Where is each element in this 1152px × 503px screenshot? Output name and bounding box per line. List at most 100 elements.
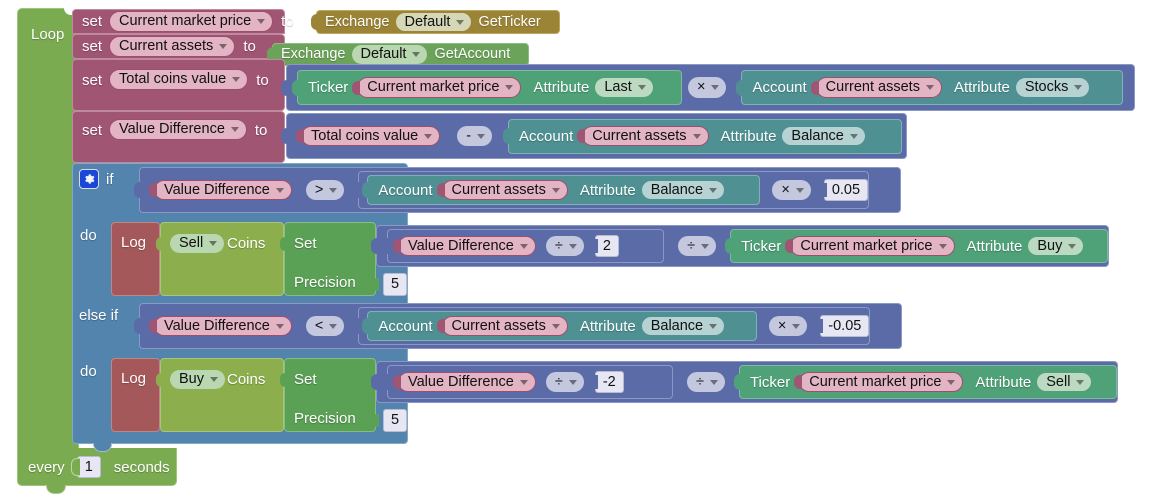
variable-dropdown-total-coins-value[interactable]: Total coins value (301, 125, 441, 147)
number-input-threshold-neg[interactable]: -0.05 (820, 314, 870, 338)
operator-dropdown-multiply[interactable]: × (772, 179, 811, 201)
chevron-down-icon (1076, 379, 1085, 385)
block-compare-less-than[interactable]: Value Difference < Account Current asset… (134, 303, 902, 349)
chevron-down-icon (711, 85, 720, 90)
number-socket (371, 277, 379, 291)
block-math-multiply-threshold-neg[interactable]: Account Current assets Attribute Balance… (353, 307, 871, 345)
gear-icon[interactable] (79, 169, 99, 189)
variable-dropdown-value-difference[interactable]: Value Difference (154, 315, 292, 337)
attribute-dropdown-stocks[interactable]: Stocks (1015, 78, 1090, 97)
block-account-attribute-balance[interactable]: Account Current assets Attribute Balance (503, 118, 903, 154)
variable-dropdown-value-difference[interactable]: Value Difference (109, 119, 247, 140)
comparator-dropdown-gt[interactable]: > (305, 179, 345, 201)
chevron-down-icon (701, 243, 710, 249)
loop-every-row[interactable]: every 1 seconds (17, 448, 177, 486)
variable-dropdown-current-assets[interactable]: Current assets (815, 77, 942, 98)
block-compare-greater-than[interactable]: Value Difference > Account Current asset… (134, 167, 901, 213)
block-exchange-getaccount[interactable]: Exchange Default GetAccount (267, 43, 529, 66)
operator-dropdown-divide-outer[interactable]: ÷ (686, 371, 725, 393)
attribute-dropdown-buy[interactable]: Buy (1028, 236, 1084, 256)
chevron-down-icon (568, 379, 577, 385)
variable-dropdown-current-assets[interactable]: Current assets (441, 315, 568, 337)
action-dropdown-buy[interactable]: Buy (170, 370, 225, 389)
input-socket (134, 318, 142, 334)
block-account-attribute-balance[interactable]: Account Current assets Attribute Balance (362, 311, 757, 341)
variable-dropdown-value-difference[interactable]: Value Difference (398, 235, 536, 257)
variable-socket (149, 319, 157, 333)
if-label: if (106, 171, 114, 188)
chevron-down-icon (849, 133, 858, 139)
chevron-down-icon (456, 19, 465, 25)
statement-set-value-difference[interactable]: set Value Difference to (72, 111, 285, 163)
block-math-divide-sell-inner[interactable]: Value Difference ÷ 2 (382, 229, 665, 263)
variable-dropdown-current-market-price[interactable]: Current market price (357, 77, 522, 98)
statement-set-current-assets[interactable]: set Current assets to (72, 34, 285, 59)
block-ticker-attribute-buy[interactable]: Ticker Current market price Attribute Bu… (725, 229, 1108, 263)
log-label: Log (121, 234, 147, 251)
exchange-method-label: GetAccount (434, 46, 511, 63)
operator-dropdown-multiply[interactable]: × (768, 315, 808, 337)
variable-dropdown-current-assets[interactable]: Current assets (109, 36, 236, 57)
exchange-dropdown[interactable]: Default (395, 12, 472, 32)
variable-dropdown-current-market-price[interactable]: Current market price (790, 235, 955, 257)
block-account-attribute-stocks[interactable]: Account Current assets Attribute Stocks (736, 70, 1124, 105)
number-input-precision-sell[interactable]: 5 (383, 273, 408, 296)
number-input-divisor-buy[interactable]: -2 (594, 370, 624, 394)
chevron-down-icon (947, 379, 956, 385)
block-math-multiply-total-coins[interactable]: Ticker Current market price Attribute La… (281, 64, 1135, 111)
operator-dropdown-divide-inner[interactable]: ÷ (545, 235, 584, 257)
attribute-dropdown-balance[interactable]: Balance (641, 316, 725, 336)
loop-block[interactable]: Loop (17, 8, 82, 448)
block-math-divide-buy-outer[interactable]: Value Difference ÷ -2 ÷ Ticker Current m… (371, 361, 1118, 403)
attribute-dropdown-sell[interactable]: Sell (1037, 372, 1092, 392)
input-socket (503, 128, 512, 144)
number-socket (818, 183, 827, 197)
variable-dropdown-current-market-price[interactable]: Current market price (109, 11, 274, 32)
input-socket (382, 238, 390, 254)
variable-dropdown-value-difference[interactable]: Value Difference (398, 371, 536, 393)
loop-interval-input[interactable]: 1 (76, 455, 101, 479)
exchange-dropdown[interactable]: Default (351, 45, 428, 64)
block-log-sell[interactable]: Log (111, 222, 160, 296)
variable-socket (149, 183, 157, 197)
operator-dropdown-subtract[interactable]: - (457, 125, 493, 147)
operator-dropdown-divide-outer[interactable]: ÷ (678, 235, 717, 257)
variable-dropdown-total-coins-value[interactable]: Total coins value (109, 69, 249, 90)
variable-dropdown-current-market-price[interactable]: Current market price (799, 371, 964, 393)
statement-set-total-coins-value[interactable]: set Total coins value to (72, 59, 285, 111)
number-input-divisor-sell[interactable]: 2 (594, 234, 619, 258)
variable-socket (785, 239, 794, 253)
action-dropdown-sell[interactable]: Sell (170, 234, 225, 253)
block-account-attribute-balance[interactable]: Account Current assets Attribute Balance (362, 175, 761, 205)
block-ticker-attribute-last[interactable]: Ticker Current market price Attribute La… (292, 70, 682, 105)
comparator-dropdown-lt[interactable]: < (305, 315, 345, 337)
input-socket (267, 46, 275, 63)
block-exchange-getticker[interactable]: Exchange Default GetTicker (311, 10, 560, 34)
attribute-dropdown-balance[interactable]: Balance (641, 180, 725, 200)
block-math-multiply-threshold[interactable]: Account Current assets Attribute Balance… (353, 171, 870, 209)
block-ticker-attribute-sell[interactable]: Ticker Current market price Attribute Se… (733, 365, 1117, 399)
chevron-down-icon (505, 85, 514, 90)
block-set-sell[interactable]: Set Precision (280, 222, 376, 296)
block-log-buy[interactable]: Log (111, 358, 160, 432)
variable-dropdown-current-assets[interactable]: Current assets (582, 125, 709, 147)
variable-dropdown-current-assets[interactable]: Current assets (441, 179, 568, 201)
attribute-dropdown-balance[interactable]: Balance (782, 126, 865, 146)
number-input-threshold[interactable]: 0.05 (823, 178, 869, 202)
block-math-subtract-value-difference[interactable]: Total coins value - Account Current asse… (281, 113, 907, 159)
number-input-precision-buy[interactable]: 5 (383, 409, 408, 432)
attribute-dropdown-last[interactable]: Last (595, 78, 653, 97)
block-set-buy[interactable]: Set Precision (280, 358, 376, 432)
block-coins-buy[interactable]: Buy Coins (156, 358, 284, 432)
block-math-divide-buy-inner[interactable]: Value Difference ÷ -2 (382, 365, 673, 399)
block-coins-sell[interactable]: Sell Coins (156, 222, 284, 296)
operator-dropdown-divide-inner[interactable]: ÷ (545, 371, 584, 393)
variable-dropdown-value-difference[interactable]: Value Difference (154, 179, 292, 201)
operator-dropdown-multiply[interactable]: × (688, 77, 727, 98)
statement-set-current-market-price[interactable]: set Current market price to (72, 9, 294, 34)
input-socket (280, 373, 287, 387)
input-socket (362, 318, 371, 334)
block-math-divide-sell-outer[interactable]: Value Difference ÷ 2 ÷ Ticker Current ma… (371, 225, 1109, 267)
chevron-down-icon (477, 133, 486, 139)
